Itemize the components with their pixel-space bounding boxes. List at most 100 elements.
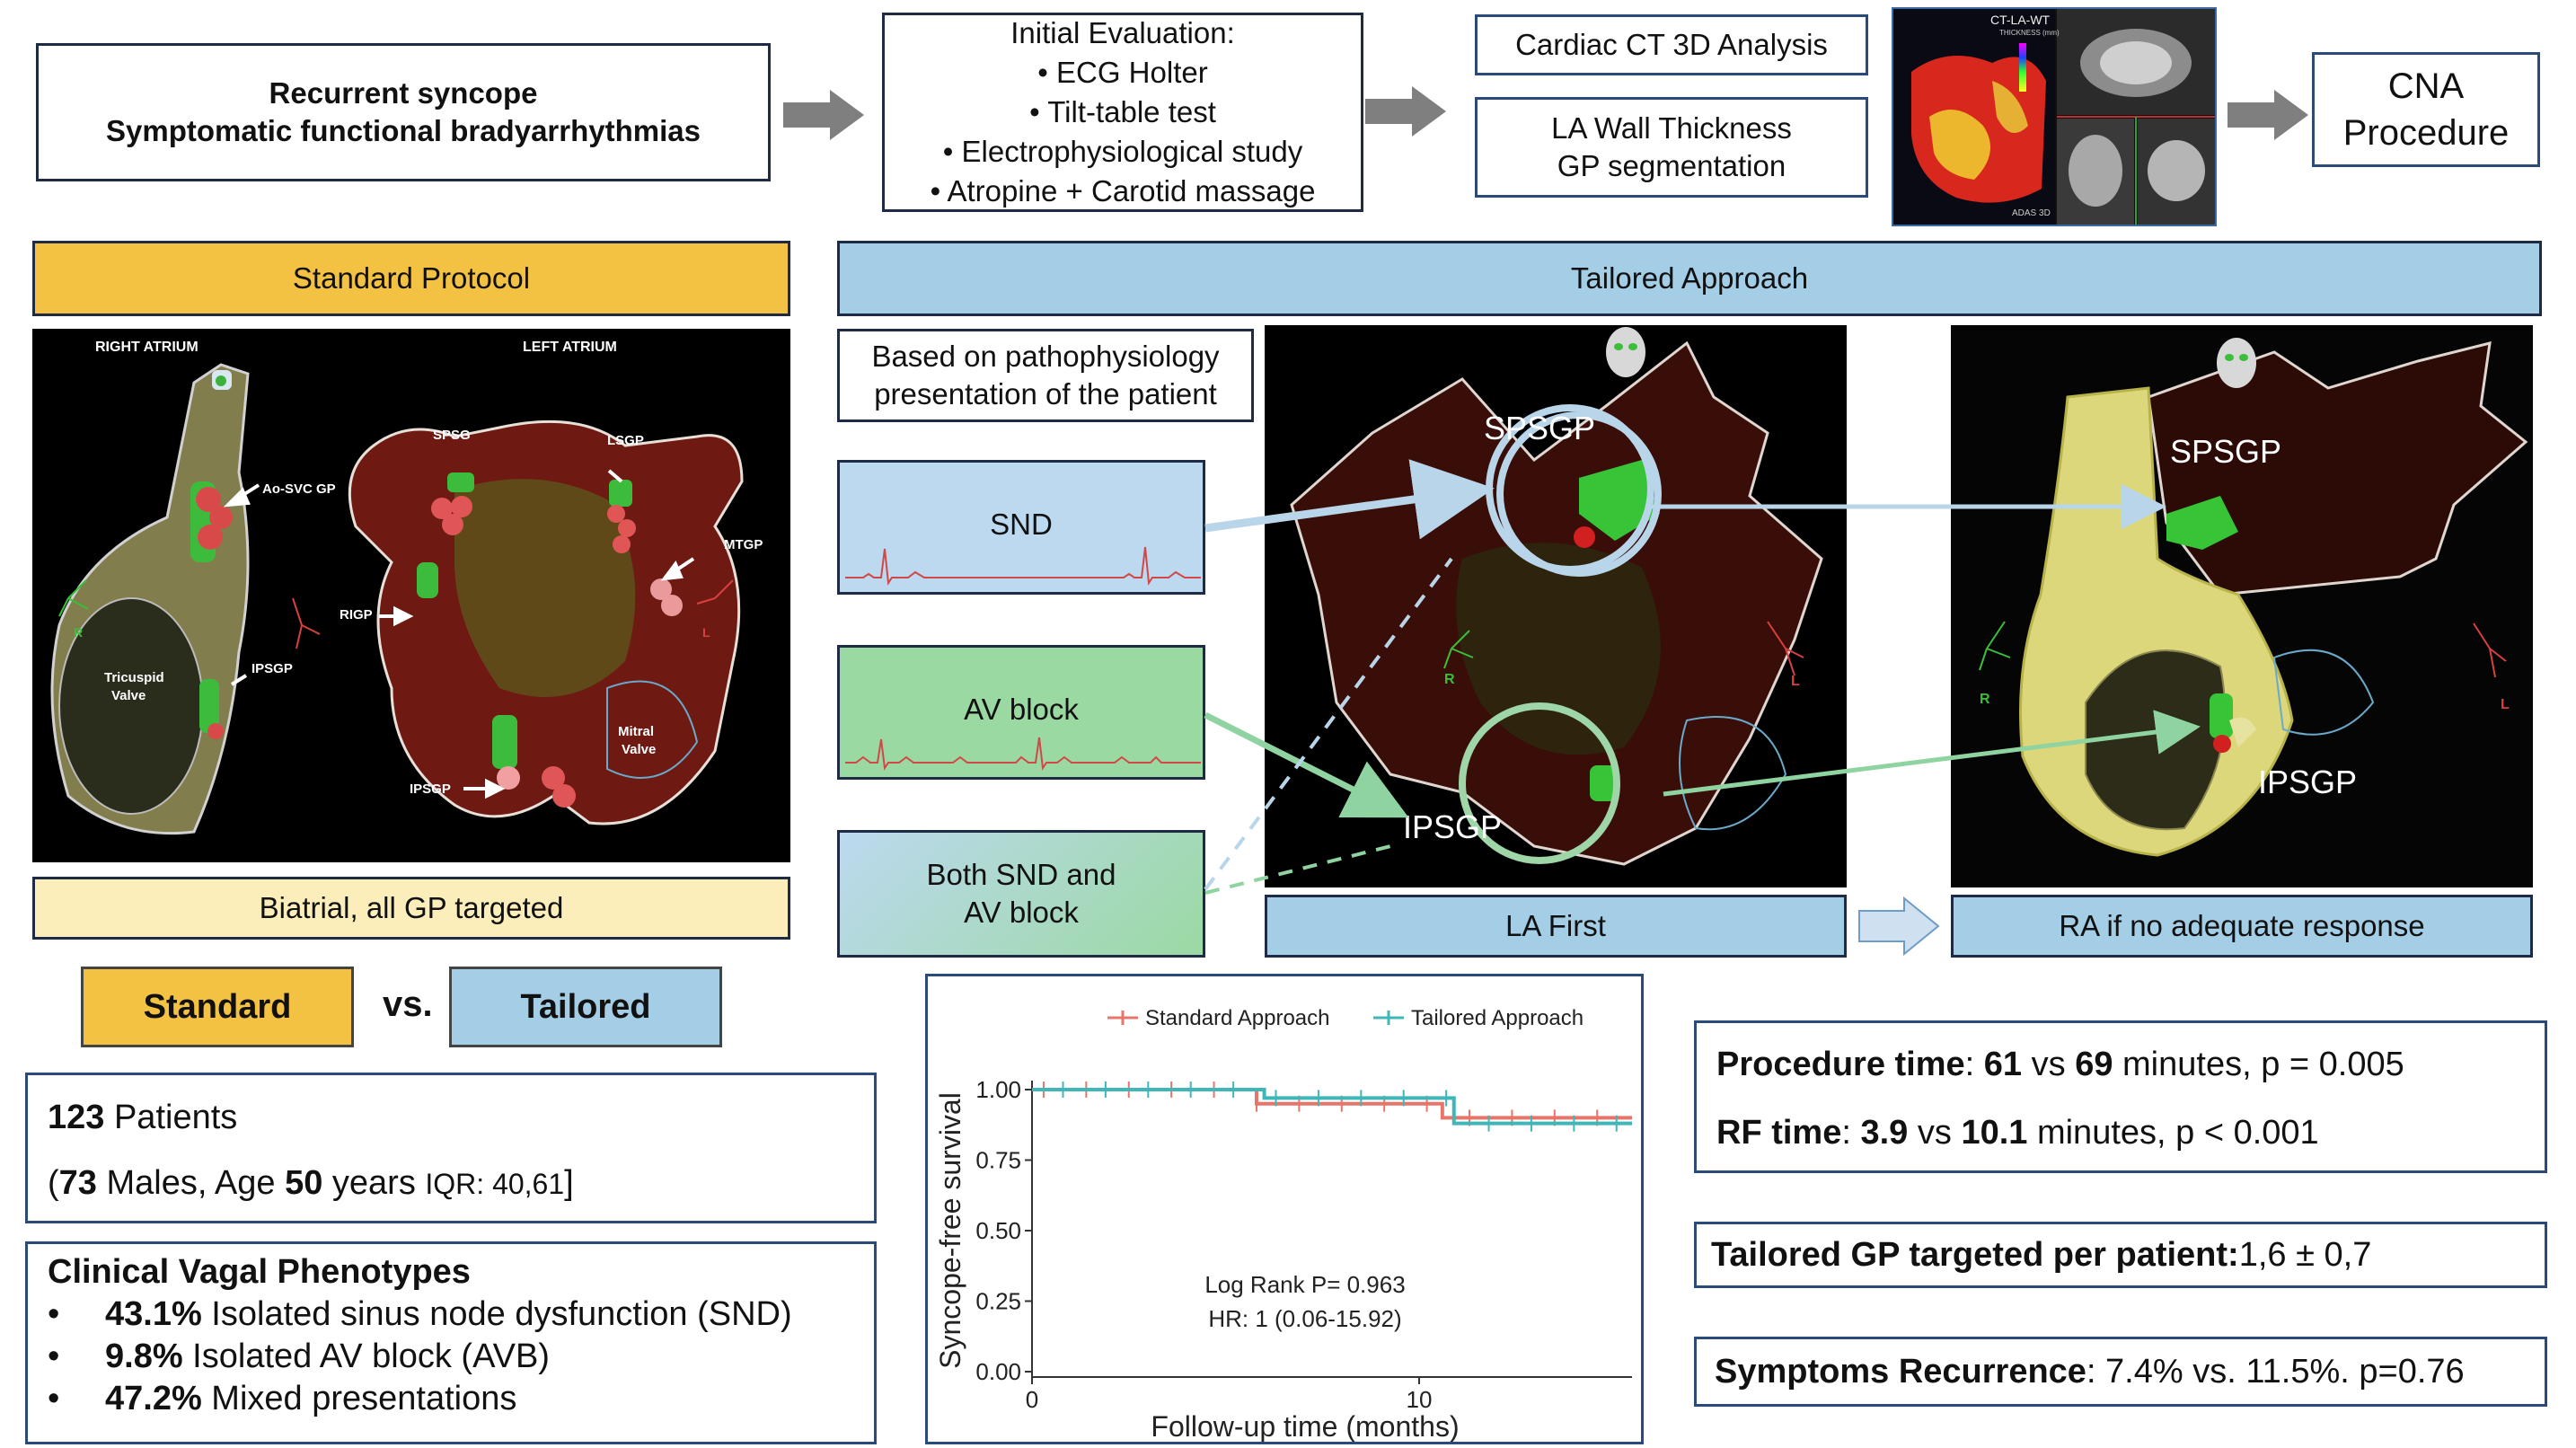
la-wall-line-1: LA Wall Thickness — [1551, 111, 1792, 145]
phenotype-pct: 47.2% — [105, 1380, 202, 1417]
x-tick-label: 10 — [1407, 1386, 1433, 1413]
la-first-heart-image: SPSGP IPSGP R L — [1265, 325, 1847, 887]
iqr-value: IQR: 40,61 — [425, 1168, 565, 1200]
ct-image-sublabel: THICKNESS (mm) — [1999, 29, 2060, 37]
phenotype-item: •9.8% Isolated AV block (AVB) — [48, 1338, 550, 1375]
standard-protocol-banner: Standard Protocol — [32, 241, 790, 316]
ct-analysis-box: Cardiac CT 3D Analysis — [1475, 14, 1868, 75]
log-rank-annotation: Log Rank P= 0.963 — [1204, 1271, 1405, 1298]
ipsgp-label-la: IPSGP — [1403, 808, 1503, 845]
syncope-box: Recurrent syncope Symptomatic functional… — [36, 43, 771, 181]
both-line-2: AV block — [964, 896, 1079, 929]
av-block-label: AV block — [964, 693, 1079, 726]
la-first-banner: LA First — [1265, 895, 1847, 958]
phenotype-item: •47.2% Mixed presentations — [48, 1380, 517, 1417]
symptoms-label: Symptoms Recurrence — [1715, 1352, 2086, 1391]
symptoms-value: : 7.4% vs. 11.5%. p=0.76 — [2086, 1352, 2465, 1391]
phenotypes-box: Clinical Vagal Phenotypes •43.1% Isolate… — [25, 1241, 877, 1444]
y-tick-label: 1.00 — [975, 1076, 1021, 1103]
eval-title: Initial Evaluation: — [1010, 16, 1235, 49]
initial-evaluation-box: Initial Evaluation: • ECG Holter • Tilt-… — [882, 13, 1363, 212]
males-label: Males, Age — [96, 1164, 286, 1202]
x-axis-label: Follow-up time (months) — [1151, 1410, 1459, 1442]
tricuspid-label-1: Tricuspid — [104, 670, 164, 685]
eval-item: • Electrophysiological study — [942, 135, 1303, 168]
snd-label: SND — [990, 508, 1053, 541]
age-label: years — [322, 1164, 426, 1202]
pathophysiology-box: Based on pathophysiology presentation of… — [837, 329, 1254, 422]
axis-l-label-ra: L — [2501, 697, 2510, 712]
axis-r-label-la: R — [1444, 672, 1455, 687]
open-paren: ( — [48, 1164, 59, 1202]
ipsgp-ra-label: IPSGP — [251, 661, 293, 676]
patients-line-2: (73 Males, Age 50 years IQR: 40,61] — [48, 1164, 874, 1203]
axis-l-label: L — [702, 625, 710, 640]
syncope-line-1: Recurrent syncope — [269, 76, 538, 110]
ct-image: CT-LA-WT THICKNESS (mm) ADAS 3D — [1892, 7, 2217, 226]
patients-count: 123 — [48, 1099, 105, 1136]
standard-tag: Standard — [81, 967, 354, 1047]
syncope-line-2: Symptomatic functional bradyarrhythmias — [106, 114, 701, 147]
ipsgp-label-ra: IPSGP — [2258, 764, 2358, 800]
km-series-line — [1032, 1088, 1632, 1126]
both-snd-av-box: Both SND and AV block — [837, 830, 1205, 958]
flow-arrow-2 — [1365, 86, 1446, 137]
ct-analysis-label: Cardiac CT 3D Analysis — [1515, 28, 1828, 61]
y-tick-label: 0.50 — [975, 1217, 1021, 1244]
patients-line-1: 123 Patients — [48, 1099, 874, 1137]
la-to-ra-arrow — [1858, 896, 1940, 956]
standard-protocol-label: Standard Protocol — [292, 261, 531, 295]
y-tick-label: 0.75 — [975, 1147, 1021, 1174]
patients-box: 123 Patients (73 Males, Age 50 years IQR… — [25, 1073, 877, 1223]
av-block-ecg-box: AV block — [837, 645, 1205, 780]
phenotype-pct: 43.1% — [105, 1295, 202, 1333]
ct-image-label: CT-LA-WT — [1990, 13, 2051, 27]
axis-l-label-la: L — [1791, 674, 1800, 689]
snd-ecg-box: SND — [837, 460, 1205, 595]
axis-r-label-ra: R — [1980, 692, 1990, 707]
y-axis-label: Syncope-free survival — [934, 1092, 966, 1369]
biatrial-footer: Biatrial, all GP targeted — [32, 877, 790, 940]
procedure-b: 69 — [2075, 1046, 2113, 1083]
lsgp-label: LSGP — [607, 433, 644, 448]
phenotype-text: Isolated AV block (AVB) — [182, 1338, 550, 1375]
age-value: 50 — [285, 1164, 323, 1202]
ipsgp-la-label: IPSGP — [410, 781, 451, 797]
close-paren: ] — [564, 1164, 574, 1202]
legend-label: Standard Approach — [1145, 1006, 1330, 1030]
km-series-line — [1032, 1088, 1632, 1120]
rigp-label: RIGP — [340, 607, 373, 622]
flow-arrow-1 — [783, 90, 864, 140]
patients-count-label: Patients — [104, 1099, 238, 1136]
cna-line-2: Procedure — [2342, 113, 2510, 153]
axis-r-label: R — [74, 625, 84, 640]
rf-a: 3.9 — [1860, 1114, 1909, 1152]
standard-tag-label: Standard — [143, 987, 292, 1026]
gp-per-patient-box: Tailored GP targeted per patient: 1,6 ± … — [1694, 1222, 2547, 1288]
eval-item: • Atropine + Carotid massage — [930, 174, 1316, 207]
mtgp-label: MTGP — [724, 537, 763, 552]
left-atrium-label: LEFT ATRIUM — [523, 340, 617, 355]
ra-heart-image: SPSGP IPSGP R L — [1951, 325, 2533, 887]
cna-procedure-box: CNA Procedure — [2312, 52, 2540, 167]
procedure-time-line: Procedure time: 61 vs 69 minutes, p = 0.… — [1716, 1046, 2404, 1083]
right-atrium-label: RIGHT ATRIUM — [95, 340, 198, 355]
symptoms-box: Symptoms Recurrence: 7.4% vs. 11.5%. p=0… — [1694, 1337, 2547, 1407]
rf-time-line: RF time: 3.9 vs 10.1 minutes, p < 0.001 — [1716, 1114, 2319, 1152]
hr-annotation: HR: 1 (0.06-15.92) — [1208, 1305, 1401, 1332]
rf-label: RF time — [1716, 1114, 1842, 1152]
tailored-tag-label: Tailored — [520, 987, 651, 1026]
ao-svc-gp-label: Ao-SVC GP — [262, 481, 336, 497]
spsgp-label-la: SPSGP — [1484, 410, 1596, 446]
males-count: 73 — [58, 1164, 97, 1202]
phenotype-item: •43.1% Isolated sinus node dysfunction (… — [48, 1295, 792, 1333]
phenotype-text: Mixed presentations — [201, 1380, 517, 1417]
legend-label: Tailored Approach — [1411, 1006, 1584, 1030]
la-wall-line-2: GP segmentation — [1557, 149, 1786, 182]
procedure-vs: vs — [2022, 1046, 2076, 1083]
phenotype-pct: 9.8% — [105, 1338, 183, 1375]
spsg-label: SPSG — [433, 428, 471, 443]
vs-label: vs. — [383, 984, 433, 1024]
gp-label: Tailored GP targeted per patient: — [1711, 1235, 2239, 1274]
mitral-label-1: Mitral — [618, 724, 655, 739]
